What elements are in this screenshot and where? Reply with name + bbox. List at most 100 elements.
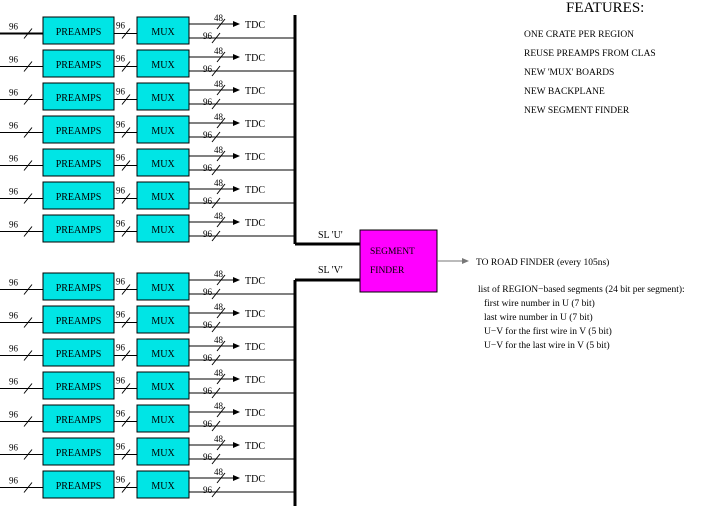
- mux-box: [136, 470, 190, 499]
- tdc-label: TDC: [245, 20, 265, 31]
- bus-width-slash: [121, 449, 131, 460]
- preamp-output-width-label: 96: [116, 153, 126, 163]
- segment-finder-label: FINDER: [370, 266, 405, 276]
- preamp-output-width-label: 96: [116, 277, 126, 287]
- road-finder-arrowhead: [462, 258, 469, 264]
- mux-box: [136, 305, 190, 334]
- tdc-label: TDC: [245, 408, 265, 419]
- preamp-label: PREAMPS: [56, 93, 102, 104]
- mux-tdc-width-label: 48: [214, 178, 224, 188]
- preamp-output-width-label: 96: [116, 376, 126, 386]
- feature-item: NEW SEGMENT FINDER: [524, 106, 630, 116]
- bus-width-slash: [23, 94, 33, 105]
- mux-bus-width-label: 96: [203, 163, 213, 173]
- input-bus-width-label: 96: [9, 410, 19, 420]
- bus-width-slash: [23, 160, 33, 171]
- tdc-arrowhead: [233, 219, 240, 225]
- features-list: ONE CRATE PER REGION REUSE PREAMPS FROM …: [524, 26, 656, 121]
- preamp-output-width-label: 96: [116, 310, 126, 320]
- input-bus-width-label: 96: [9, 278, 19, 288]
- bus-width-slash: [216, 216, 226, 228]
- feature-item: REUSE PREAMPS FROM CLAS: [524, 49, 656, 59]
- segment-format-description: list of REGION−based segments (24 bit pe…: [478, 283, 685, 353]
- mux-label: MUX: [151, 316, 175, 327]
- mux-bus-width-label: 96: [203, 64, 213, 74]
- bus-width-slash: [211, 197, 221, 209]
- bus-width-slash: [23, 127, 33, 138]
- bus-width-slash: [121, 127, 131, 138]
- bus-width-slash: [211, 420, 221, 432]
- tdc-arrowhead: [233, 343, 240, 349]
- bus-width-slash: [121, 94, 131, 105]
- preamp-label: PREAMPS: [56, 448, 102, 459]
- mux-box: [136, 214, 190, 243]
- bus-width-slash: [211, 98, 221, 110]
- bus-width-slash: [211, 453, 221, 465]
- bus-width-slash: [216, 439, 226, 451]
- mux-tdc-width-label: 48: [214, 211, 224, 221]
- tdc-label: TDC: [245, 53, 265, 64]
- preamp-output-width-label: 96: [116, 21, 126, 31]
- mux-box: [136, 371, 190, 400]
- bus-width-slash: [121, 61, 131, 72]
- tdc-label: TDC: [245, 119, 265, 130]
- preamp-box: [42, 148, 115, 177]
- mux-label: MUX: [151, 225, 175, 236]
- bus-width-slash: [23, 449, 33, 460]
- preamp-box: [42, 470, 115, 499]
- bus-width-slash: [23, 226, 33, 237]
- mux-bus-width-label: 96: [203, 287, 213, 297]
- mux-label: MUX: [151, 27, 175, 38]
- mux-tdc-width-label: 48: [214, 46, 224, 56]
- bus-width-slash: [23, 350, 33, 361]
- bus-width-slash: [211, 486, 221, 498]
- preamp-label: PREAMPS: [56, 126, 102, 137]
- bus-width-slash: [216, 340, 226, 352]
- bus-width-slash: [23, 61, 33, 72]
- bus-width-slash: [23, 284, 33, 295]
- preamp-box: [42, 115, 115, 144]
- preamp-label: PREAMPS: [56, 27, 102, 38]
- mux-label: MUX: [151, 283, 175, 294]
- mux-tdc-width-label: 48: [214, 302, 224, 312]
- mux-label: MUX: [151, 126, 175, 137]
- mux-label: MUX: [151, 481, 175, 492]
- preamp-label: PREAMPS: [56, 192, 102, 203]
- bus-width-slash: [211, 230, 221, 242]
- tdc-label: TDC: [245, 375, 265, 386]
- tdc-label: TDC: [245, 309, 265, 320]
- bus-width-slash: [121, 284, 131, 295]
- tdc-label: TDC: [245, 86, 265, 97]
- mux-tdc-width-label: 48: [214, 401, 224, 411]
- bus-width-slash: [121, 28, 131, 39]
- feature-item: NEW 'MUX' BOARDS: [524, 68, 615, 78]
- tdc-arrowhead: [233, 442, 240, 448]
- bus-width-slash: [121, 350, 131, 361]
- sl-v-label: SL 'V': [318, 265, 343, 276]
- mux-bus-width-label: 96: [203, 229, 213, 239]
- mux-box: [136, 437, 190, 466]
- bus-width-slash: [211, 131, 221, 143]
- segment-field: last wire number in U (7 bit): [484, 313, 593, 323]
- preamp-box: [42, 49, 115, 78]
- bus-width-slash: [211, 32, 221, 44]
- mux-bus-width-label: 96: [203, 130, 213, 140]
- preamp-label: PREAMPS: [56, 316, 102, 327]
- tdc-label: TDC: [245, 342, 265, 353]
- bus-width-slash: [216, 18, 226, 30]
- bus-width-slash: [216, 117, 226, 129]
- mux-box: [136, 16, 190, 45]
- feature-item: ONE CRATE PER REGION: [524, 30, 635, 40]
- preamp-label: PREAMPS: [56, 283, 102, 294]
- tdc-arrowhead: [233, 475, 240, 481]
- mux-bus-width-label: 96: [203, 196, 213, 206]
- bus-width-slash: [121, 482, 131, 493]
- tdc-arrowhead: [233, 54, 240, 60]
- bus-width-slash: [121, 193, 131, 204]
- mux-tdc-width-label: 48: [214, 368, 224, 378]
